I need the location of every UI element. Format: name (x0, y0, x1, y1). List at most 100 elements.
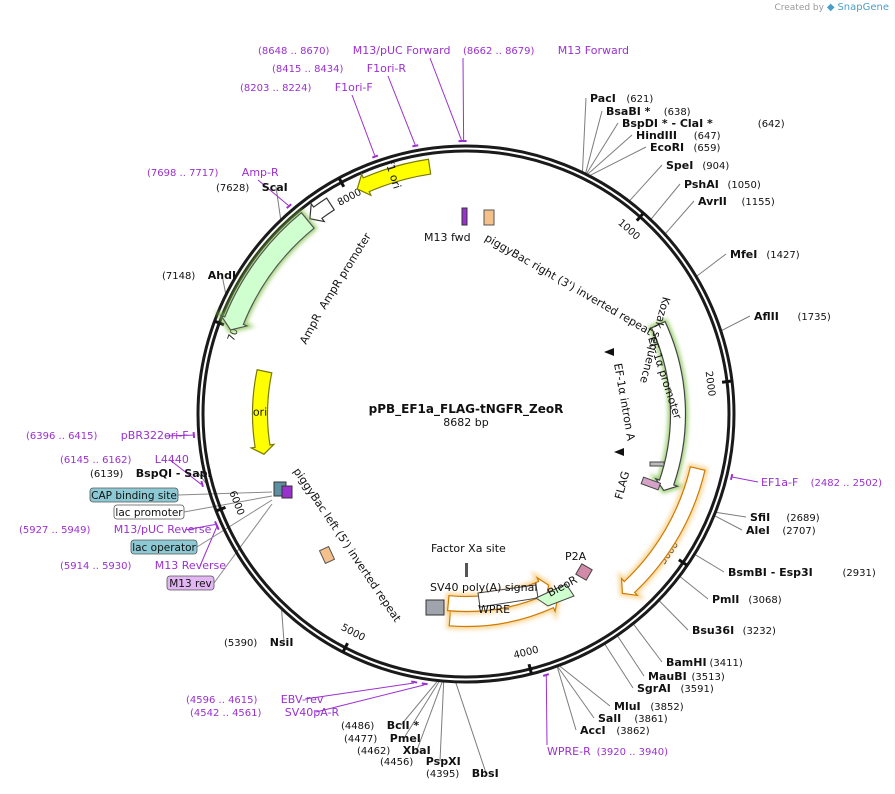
primer-leader (304, 682, 415, 700)
enzyme-leader (715, 511, 747, 518)
annotation-box-bg (113, 504, 185, 520)
enzyme-leader (604, 643, 634, 689)
enzyme-coord: (3591) (681, 684, 714, 695)
enzyme-site: (4477)PmeI (344, 732, 421, 745)
enzyme-coord: (4477) (344, 734, 377, 745)
enzyme-name: BamHI (666, 656, 707, 669)
annotation-box-bg (166, 575, 215, 591)
enzyme-name: AleI (746, 524, 770, 537)
enzyme-site: MluI(3852) (614, 700, 684, 713)
enzyme-site: MfeI(1427) (730, 248, 800, 261)
enzyme-leader (439, 681, 445, 762)
tick-mark (214, 319, 225, 327)
enzyme-site: AvrII(1155) (698, 195, 775, 208)
enzyme-name: SgrAI (637, 682, 671, 695)
created-by-text: Created by (774, 3, 824, 13)
enzyme-site: AccI(3862) (580, 724, 650, 737)
annotation-box-text: M13 rev (169, 578, 212, 590)
primer-mark (729, 473, 734, 481)
enzyme-name: PmlI (712, 593, 739, 606)
primer-coord: (5914 .. 5930) (60, 561, 132, 572)
enzyme-site: HindIII(647) (636, 129, 721, 142)
enzyme-site: PacI(621) (590, 92, 653, 105)
enzyme-coord: (3411) (710, 658, 743, 669)
m13-fwd-label: M13 fwd (424, 231, 471, 244)
primer-coord: (5927 .. 5949) (19, 525, 91, 536)
enzyme-coord: (659) (694, 143, 721, 154)
primer-leader (732, 476, 759, 483)
primer-site: (8662 .. 8679)M13 Forward (463, 44, 629, 57)
primer-coord: (8415 .. 8434) (272, 64, 344, 75)
enzyme-name: BsmBI - Esp3I (728, 566, 813, 579)
enzyme-name: MauBI (648, 670, 687, 683)
enzyme-site: (6139)BspQI - SapI (90, 467, 212, 480)
primer-coord: (6396 .. 6415) (26, 431, 98, 442)
primer-site: (4542 .. 4561)SV40pA-R (190, 706, 340, 719)
primer-name: EBV-rev (281, 693, 324, 706)
enzyme-leader (713, 515, 743, 531)
tick-mark (635, 212, 645, 222)
enzyme-leader (275, 186, 282, 221)
enzyme-name: SpeI (666, 159, 693, 172)
primer-name: F1ori-R (367, 62, 407, 75)
primer-mark (411, 680, 418, 684)
primer-mark (200, 480, 204, 488)
labels-layer: PacI(621)BsaBI *(638)BspDI * - ClaI *(64… (19, 44, 882, 780)
snapgene-name: SnapGene (837, 2, 889, 13)
wpre-label: WPRE (478, 603, 510, 616)
primer-site: (6145 .. 6162)L4440 (60, 453, 189, 466)
enzyme-leader (584, 110, 603, 175)
enzyme-name: EcoRI (650, 141, 684, 154)
annotation-box-text: lac promoter (115, 507, 183, 519)
piggybac-left-mark (318, 545, 336, 565)
primer-site: (4596 .. 4615)EBV-rev (186, 693, 324, 706)
enzyme-site: PmlI(3068) (712, 593, 782, 606)
feature-arrow-tngfr (620, 466, 706, 597)
enzyme-leader (221, 274, 227, 295)
enzyme-leader (720, 315, 751, 332)
annotation-box: lac promoter (113, 504, 185, 520)
primer-name: SV40pA-R (285, 706, 340, 719)
enzyme-leader (556, 665, 595, 719)
enzyme-name: AvrII (698, 195, 727, 208)
feature-arrow-f1-ori (356, 158, 432, 197)
enzyme-leader (628, 164, 663, 202)
tick-mark (215, 505, 227, 513)
enzyme-coord: (1050) (728, 180, 761, 191)
enzyme-coord: (4395) (426, 769, 459, 780)
enzyme-coord: (4456) (380, 757, 413, 768)
annotation-box: M13 rev (166, 575, 215, 591)
tick-mark (341, 642, 349, 653)
enzyme-site: (4486)BclI * (341, 719, 419, 732)
enzyme-coord: (904) (702, 161, 729, 172)
tick-mark (678, 558, 688, 567)
enzyme-leader (455, 681, 487, 774)
feature-arrow-ef-1a-promoter (650, 320, 687, 492)
enzyme-name: AccI (580, 724, 606, 737)
enzyme-name: PspXI (426, 755, 461, 768)
enzyme-coord: (4462) (357, 746, 390, 757)
primer-site: (2482 .. 2502)EF1a-F (761, 476, 882, 489)
primer-name: pBR322ori-F (121, 429, 189, 442)
p2a-mark (575, 563, 593, 581)
ampr-label: AmpR (297, 311, 324, 346)
enzyme-leader (616, 635, 645, 677)
primer-leader (387, 75, 416, 145)
primer-coord: (8662 .. 8679) (463, 46, 535, 57)
primer-leader (164, 434, 193, 437)
enzyme-site: SfiI(2689) (750, 511, 820, 524)
primer-leader (315, 684, 425, 713)
primer-leader (351, 94, 376, 156)
kozak-mark (649, 461, 665, 467)
annotation-box-text: CAP binding site (91, 490, 177, 502)
backbone-inner (201, 149, 731, 679)
enzyme-coord: (3852) (650, 702, 683, 713)
annotation-box: CAP binding site (89, 487, 179, 503)
primer-name: M13/pUC Reverse (114, 523, 212, 536)
backbone-outer (196, 144, 736, 684)
primer-coord: (7698 .. 7717) (147, 168, 219, 179)
primer-coord: (8203 .. 8224) (240, 83, 312, 94)
feature-label-ori: ori (253, 406, 267, 419)
enzyme-name: PacI (590, 92, 616, 105)
primer-leader (199, 527, 218, 567)
